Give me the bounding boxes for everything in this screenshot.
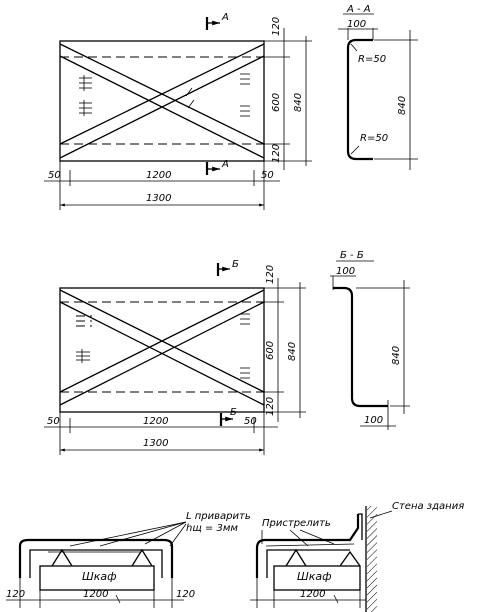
dim-middle: 600: [271, 93, 282, 112]
radius-bottom: R=50: [360, 133, 388, 144]
dim-inner-width: 1200: [143, 416, 168, 427]
cabinet-box: [39, 565, 155, 591]
hinge-marks-left: [79, 75, 92, 116]
weld-note-line1: L приварить: [186, 511, 251, 522]
section-title: Б - Б: [340, 250, 364, 261]
section-profile-2: Б - Б 100 100 840: [330, 250, 410, 430]
section-height: 840: [391, 346, 402, 365]
dim-width: 1200: [300, 589, 325, 600]
canopy-profile: [255, 514, 360, 578]
canopy-profile: [18, 538, 174, 578]
z-profile: [333, 286, 388, 408]
section-profile-1: A - A 100 R=50 R=50 840: [338, 4, 418, 170]
dim-margin-left: 50: [48, 170, 61, 181]
installation-view-2: Пристрелить Стена здания Шкаф 1200: [250, 501, 464, 612]
panel-outline: [59, 40, 265, 162]
section-title: A - A: [346, 4, 371, 15]
section-mark-top: A: [205, 12, 229, 30]
dim-flange: 100: [347, 19, 366, 30]
radius-top: R=50: [358, 54, 386, 65]
dim-middle: 600: [265, 341, 276, 360]
cabinet-box: [273, 565, 361, 591]
dim-total-width: 1300: [146, 193, 171, 204]
dim-width: 1200: [83, 589, 108, 600]
dim-height: 840: [293, 93, 304, 112]
section-letter-top: A: [221, 12, 229, 23]
panel-view-2: Б Б 120 600 120 840 50 1200 50 1300: [44, 259, 306, 455]
cabinet-label: Шкаф: [297, 570, 332, 583]
dim-flange-bottom: 100: [364, 415, 383, 426]
dim-margin-right: 50: [244, 416, 257, 427]
section-height: 840: [397, 96, 408, 115]
section-mark-bottom: Б: [219, 407, 237, 426]
section-letter-bottom: Б: [230, 407, 237, 418]
dim-inner-width: 1200: [146, 170, 171, 181]
hinge-marks-right: [240, 313, 250, 379]
fasten-note: Пристрелить: [262, 518, 331, 529]
dim-band-bottom: 120: [271, 144, 282, 163]
cabinet-label: Шкаф: [82, 570, 117, 583]
section-mark-bottom: A: [205, 159, 229, 175]
dim-total-width: 1300: [143, 438, 168, 449]
panel-outline: [59, 287, 265, 413]
panel-view-1: A A 120 600 120 840 50 1200 50 1300: [44, 12, 312, 210]
c-profile: [346, 38, 373, 161]
dim-height: 840: [287, 342, 298, 361]
section-letter-top: Б: [232, 259, 239, 270]
hinge-marks-left: [76, 315, 92, 363]
dim-band-bottom: 120: [265, 397, 276, 416]
section-mark-top: Б: [216, 259, 239, 276]
hinge-marks-right: [240, 73, 250, 117]
dim-right: 120: [176, 589, 195, 600]
dim-band-top: 120: [271, 17, 282, 36]
installation-view-1: L приварить hщ = 3мм Шкаф 120 1200 120: [6, 511, 251, 608]
dim-margin-right: 50: [261, 170, 274, 181]
dim-band-top: 120: [265, 265, 276, 284]
section-letter-bottom: A: [221, 159, 229, 170]
wall-note: Стена здания: [392, 501, 464, 512]
dim-flange-top: 100: [336, 266, 355, 277]
dim-left: 120: [6, 589, 25, 600]
dim-margin-left: 50: [47, 416, 60, 427]
weld-note-line2: hщ = 3мм: [186, 523, 238, 534]
